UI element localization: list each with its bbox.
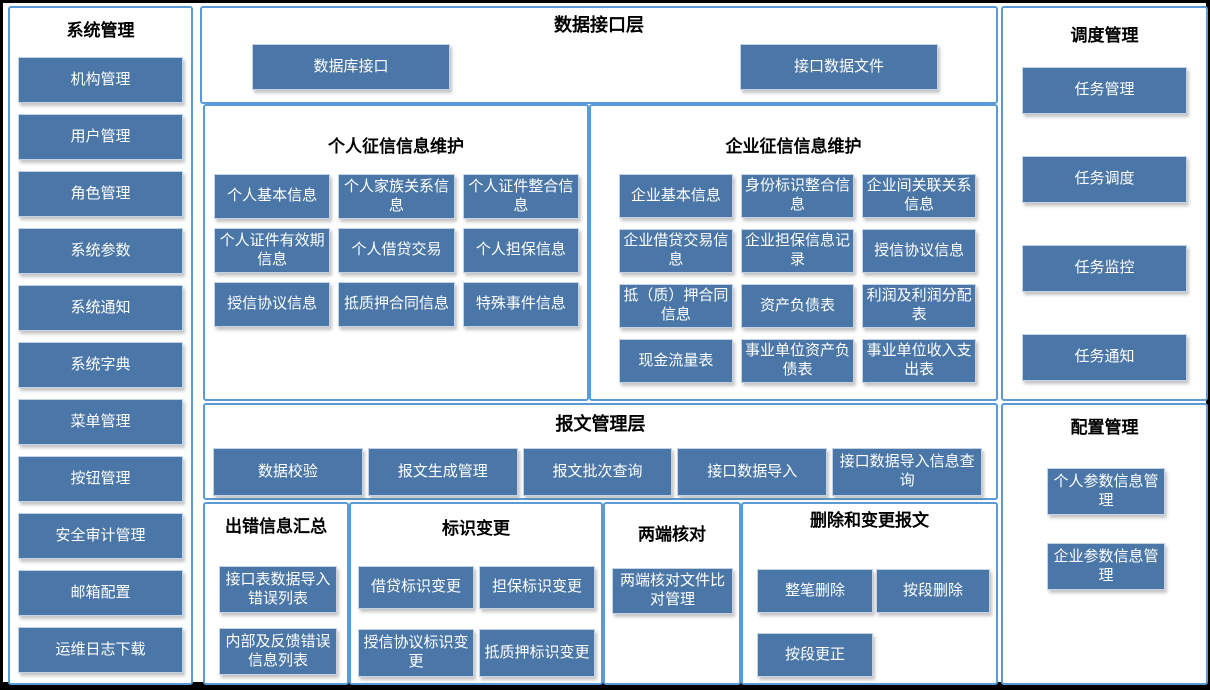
message-generation-management-button[interactable]: 报文生成管理	[367, 448, 518, 496]
personal-family-relation-info-button[interactable]: 个人家族关系信息	[338, 174, 455, 219]
panel-personal-credit-maintenance: 个人征信信息维护 个人基本信息 个人家族关系信息 个人证件整合信息 个人证件有效…	[203, 104, 589, 401]
config-management-title: 配置管理	[1070, 418, 1139, 437]
enterprise-credit-button-grid: 企业基本信息 身份标识整合信息 企业间关联关系信息 企业借贷交易信息 企业担保信…	[619, 174, 976, 383]
role-management-button[interactable]: 角色管理	[18, 171, 183, 217]
diagram-canvas: 系统管理 机构管理 用户管理 角色管理 系统参数 系统通知 系统字典 菜单管理 …	[3, 3, 1208, 685]
collateral-id-change-button[interactable]: 抵质押标识变更	[479, 629, 595, 677]
message-management-button-row: 数据校验 报文生成管理 报文批次查询 接口数据导入 接口数据导入信息查询	[213, 448, 982, 496]
panel-config-management: 配置管理 个人参数信息管理 企业参数信息管理	[1001, 403, 1208, 685]
personal-param-info-management-button[interactable]: 个人参数信息管理	[1047, 468, 1165, 515]
panel-schedule-management: 调度管理 任务管理 任务调度 任务监控 任务通知	[1001, 6, 1208, 401]
two-end-check-file-compare-button[interactable]: 两端核对文件比对管理	[612, 568, 733, 614]
button-management-button[interactable]: 按钮管理	[18, 456, 183, 502]
two-end-check-title: 两端核对	[638, 525, 706, 544]
user-management-button[interactable]: 用户管理	[18, 114, 183, 160]
task-management-button[interactable]: 任务管理	[1022, 67, 1187, 114]
panel-data-interface-layer: 数据接口层 数据库接口 接口数据文件	[200, 6, 998, 104]
special-event-info-button[interactable]: 特殊事件信息	[462, 282, 579, 327]
enterprise-param-info-management-button[interactable]: 企业参数信息管理	[1047, 543, 1165, 590]
personal-credit-button-grid: 个人基本信息 个人家族关系信息 个人证件整合信息 个人证件有效期信息 个人借贷交…	[214, 174, 579, 327]
interface-data-import-button[interactable]: 接口数据导入	[677, 448, 828, 496]
segment-correction-button[interactable]: 按段更正	[757, 633, 873, 677]
balance-sheet-button[interactable]: 资产负债表	[740, 284, 855, 328]
delete-and-change-message-title: 删除和变更报文	[810, 511, 929, 530]
message-batch-query-button[interactable]: 报文批次查询	[522, 448, 673, 496]
enterprise-guarantee-record-button[interactable]: 企业担保信息记录	[740, 229, 855, 273]
enterprise-basic-info-button[interactable]: 企业基本信息	[619, 174, 733, 218]
schedule-button-column: 任务管理 任务调度 任务监控 任务通知	[1022, 67, 1187, 381]
interface-table-import-error-list-button[interactable]: 接口表数据导入错误列表	[219, 566, 337, 613]
data-interface-layer-title: 数据接口层	[554, 15, 644, 35]
segment-delete-button[interactable]: 按段删除	[876, 569, 990, 613]
enterprise-credit-maintenance-title: 企业征信信息维护	[725, 137, 862, 156]
enterprise-loan-transaction-info-button[interactable]: 企业借贷交易信息	[619, 229, 733, 273]
personal-cert-integration-info-button[interactable]: 个人证件整合信息	[462, 174, 579, 219]
pledge-contract-info-button[interactable]: 抵（质）押合同信息	[619, 284, 733, 328]
guarantee-id-change-button[interactable]: 担保标识变更	[479, 566, 595, 609]
mailbox-config-button[interactable]: 邮箱配置	[18, 570, 183, 616]
panel-error-info-summary: 出错信息汇总 接口表数据导入错误列表 内部及反馈错误信息列表	[203, 502, 349, 685]
identity-integration-info-button[interactable]: 身份标识整合信息	[740, 174, 855, 218]
institution-balance-sheet-button[interactable]: 事业单位资产负债表	[740, 339, 855, 383]
task-monitoring-button[interactable]: 任务监控	[1022, 245, 1187, 292]
task-scheduling-button[interactable]: 任务调度	[1022, 156, 1187, 203]
identifier-change-title: 标识变更	[442, 519, 510, 538]
security-audit-management-button[interactable]: 安全审计管理	[18, 513, 183, 559]
loan-id-change-button[interactable]: 借贷标识变更	[358, 566, 474, 609]
personal-basic-info-button[interactable]: 个人基本信息	[214, 174, 331, 219]
database-interface-button[interactable]: 数据库接口	[252, 44, 450, 90]
panel-message-management-layer: 报文管理层 数据校验 报文生成管理 报文批次查询 接口数据导入 接口数据导入信息…	[203, 403, 998, 500]
panel-identifier-change: 标识变更 借贷标识变更 担保标识变更 授信协议标识变更 抵质押标识变更	[349, 502, 603, 685]
personal-loan-transaction-button[interactable]: 个人借贷交易	[338, 228, 455, 273]
personal-collateral-contract-info-button[interactable]: 抵质押合同信息	[338, 282, 455, 327]
personal-credit-maintenance-title: 个人征信信息维护	[328, 137, 464, 156]
panel-enterprise-credit-maintenance: 企业征信信息维护 企业基本信息 身份标识整合信息 企业间关联关系信息 企业借贷交…	[589, 104, 998, 401]
panel-two-end-check: 两端核对 两端核对文件比对管理	[603, 502, 741, 685]
menu-management-button[interactable]: 菜单管理	[18, 399, 183, 445]
credit-agreement-id-change-button[interactable]: 授信协议标识变更	[358, 629, 474, 677]
institution-income-expense-button[interactable]: 事业单位收入支出表	[862, 339, 976, 383]
system-dict-button[interactable]: 系统字典	[18, 342, 183, 388]
whole-record-delete-button[interactable]: 整笔删除	[757, 569, 873, 613]
system-management-button-column: 机构管理 用户管理 角色管理 系统参数 系统通知 系统字典 菜单管理 按钮管理 …	[18, 57, 183, 673]
message-management-layer-title: 报文管理层	[555, 414, 646, 434]
profit-distribution-table-button[interactable]: 利润及利润分配表	[862, 284, 976, 328]
personal-credit-agreement-info-button[interactable]: 授信协议信息	[214, 282, 331, 327]
enterprise-credit-agreement-info-button[interactable]: 授信协议信息	[862, 229, 976, 273]
org-management-button[interactable]: 机构管理	[18, 57, 183, 103]
enterprise-relation-info-button[interactable]: 企业间关联关系信息	[862, 174, 976, 218]
interface-data-import-info-query-button[interactable]: 接口数据导入信息查询	[832, 448, 982, 496]
error-info-summary-title: 出错信息汇总	[225, 517, 327, 536]
panel-delete-and-change-message: 删除和变更报文 整笔删除 按段删除 按段更正	[741, 502, 998, 685]
interface-data-file-button[interactable]: 接口数据文件	[740, 44, 938, 90]
task-notification-button[interactable]: 任务通知	[1022, 334, 1187, 381]
personal-guarantee-info-button[interactable]: 个人担保信息	[462, 228, 579, 273]
system-params-button[interactable]: 系统参数	[18, 228, 183, 274]
system-management-title: 系统管理	[66, 21, 135, 40]
data-validation-button[interactable]: 数据校验	[213, 448, 363, 496]
internal-feedback-error-list-button[interactable]: 内部及反馈错误信息列表	[219, 628, 337, 675]
schedule-management-title: 调度管理	[1070, 26, 1139, 45]
panel-system-management: 系统管理 机构管理 用户管理 角色管理 系统参数 系统通知 系统字典 菜单管理 …	[8, 6, 193, 685]
personal-cert-validity-info-button[interactable]: 个人证件有效期信息	[214, 228, 331, 273]
cash-flow-statement-button[interactable]: 现金流量表	[619, 339, 733, 383]
ops-log-download-button[interactable]: 运维日志下载	[18, 627, 183, 673]
system-notice-button[interactable]: 系统通知	[18, 285, 183, 331]
